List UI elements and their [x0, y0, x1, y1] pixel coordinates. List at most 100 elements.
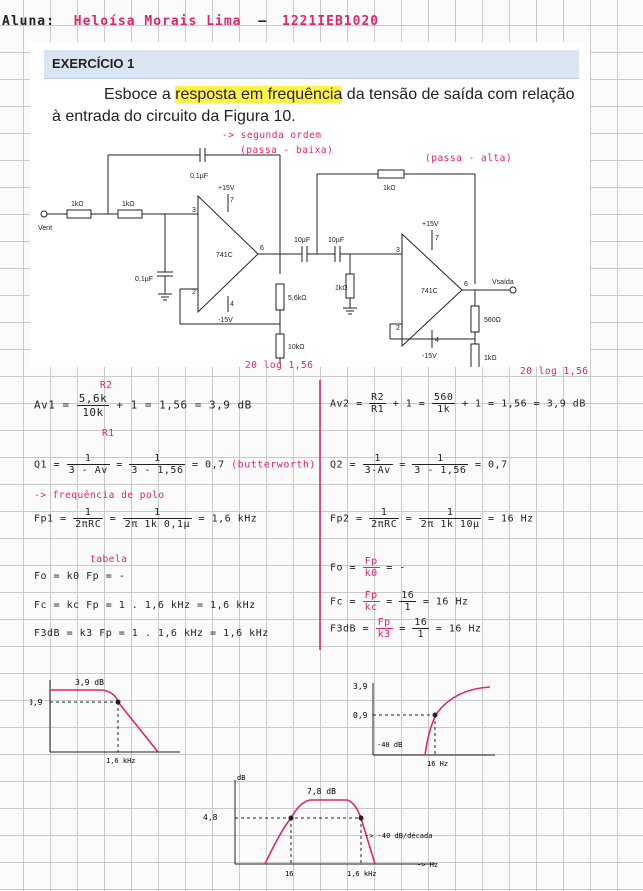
lbl-vpos1: +15V — [218, 185, 235, 192]
exercise-sheet: EXERCÍCIO 1 Esboce a resposta em frequên… — [30, 42, 590, 367]
lbl-c2: 0,1µF — [135, 276, 153, 283]
lbl-r3: 5,6kΩ — [288, 295, 306, 302]
lbl-vout: Vsaída — [492, 279, 514, 286]
resistor-r1 — [66, 209, 92, 219]
lbl-r2: 1kΩ — [122, 201, 135, 208]
left-fo: Fo = k0 Fp = - — [34, 571, 126, 582]
lbl-q4: 4 — [435, 337, 439, 344]
exercise-statement: Esboce a resposta em frequência da tensã… — [52, 84, 582, 128]
g3-level: 4,8 — [203, 813, 218, 822]
lbl-r4: 10kΩ — [288, 344, 305, 351]
tag-r1: R1 — [102, 428, 115, 439]
tag-r2: R2 — [100, 380, 113, 391]
g3-curve — [264, 799, 376, 865]
tabela-note: tabela — [90, 554, 128, 565]
lbl-r7: 560Ω — [484, 317, 501, 324]
lbl-q7: 7 — [435, 235, 439, 242]
fp-note: -> frequência de polo — [34, 490, 165, 501]
opamp-1 — [197, 194, 259, 314]
g3-peak: 7,8 dB — [307, 787, 336, 796]
g2-freq: 16 Hz — [427, 760, 448, 768]
g3-point1 — [288, 815, 294, 821]
student-name: Heloísa Morais Lima — [73, 14, 242, 29]
ann-log-left: 20 log 1,56 — [245, 360, 314, 371]
lbl-r1: 1kΩ — [71, 201, 84, 208]
lbl-vneg1: -15V — [218, 317, 233, 324]
g3-axis-label: dB — [237, 774, 245, 782]
g3-xaxis-label: -> Hz — [417, 861, 438, 869]
g1-curve — [50, 689, 159, 753]
statement-pre: Esboce a — [104, 86, 176, 103]
g2-point — [432, 712, 438, 718]
lbl-q3: 3 — [396, 247, 400, 254]
lbl-c1: 0,1µF — [190, 173, 208, 180]
ann-high-pass: (passa - alta) — [425, 153, 513, 164]
lbl-r8: 1kΩ — [484, 355, 497, 362]
lbl-opamp1: 741C — [216, 252, 233, 259]
resistor-r7 — [470, 305, 480, 333]
lbl-q2: 2 — [396, 325, 400, 332]
input-terminal — [40, 210, 48, 218]
left-fc: Fc = kc Fp = 1 . 1,6 kHz = 1,6 kHz — [34, 600, 256, 611]
output-terminal — [509, 286, 517, 294]
lbl-vneg2: -15V — [422, 353, 437, 360]
resistor-r3 — [275, 283, 285, 311]
lbl-pin6: 6 — [260, 245, 264, 252]
lbl-vpos2: +15V — [422, 221, 439, 228]
opamp-2 — [401, 232, 463, 348]
column-divider — [319, 380, 321, 650]
lbl-pin3: 3 — [192, 207, 196, 214]
student-label: Aluna: — [2, 14, 55, 29]
lbl-r5: 1kΩ — [335, 285, 348, 292]
lbl-pin7: 7 — [230, 197, 234, 204]
statement-highlight: resposta em frequência — [175, 86, 343, 103]
circuit-diagram: 0,1µF 1kΩ 1kΩ 0,1µF 741C +15V -15V 5,6kΩ… — [38, 148, 517, 367]
g1-freq: 1,6 kHz — [106, 757, 136, 765]
lbl-pin4: 4 — [230, 301, 234, 308]
g1-point — [115, 699, 121, 705]
graph-high-pass: 3,9 0,9 -40 dB 16 Hz — [353, 682, 495, 768]
resistor-r8 — [470, 343, 480, 367]
ann-log-right: 20 log 1,56 — [520, 366, 589, 377]
g3-slope: -> -40 dB/década — [365, 832, 432, 840]
statement-post: da tensão de saída com relação à entrada… — [52, 86, 575, 125]
ann-low-pass: (passa - baixa) — [240, 145, 334, 156]
g2-curve — [424, 686, 491, 756]
header-dash: — — [258, 14, 268, 29]
g2-slope: -40 dB — [377, 741, 402, 749]
graph-band-pass: dB 7,8 dB 4,8 -> -40 dB/década -> Hz 16 … — [203, 774, 438, 878]
g1-peak: 3,9 dB — [75, 678, 104, 687]
resistor-r2 — [117, 209, 143, 219]
graph-low-pass: 3,9 dB 0,9 1,6 kHz — [30, 678, 180, 765]
lbl-opamp2: 741C — [421, 288, 438, 295]
lbl-c4: 10µF — [328, 237, 344, 244]
left-f3db: F3dB = k3 Fp = 1 . 1,6 kHz = 1,6 kHz — [34, 628, 269, 639]
resistor-r4 — [275, 333, 285, 359]
lbl-vin: Vent — [38, 225, 52, 232]
lbl-q6: 6 — [464, 281, 468, 288]
exercise-title: EXERCÍCIO 1 — [52, 56, 135, 71]
lbl-r6: 1kΩ — [383, 185, 396, 192]
g3-f1: 16 — [285, 870, 293, 878]
g2-level: 0,9 — [353, 711, 368, 720]
g2-peak: 3,9 — [353, 682, 368, 691]
lbl-c3: 10µF — [294, 237, 310, 244]
g3-point2 — [358, 815, 364, 821]
student-id: 1221IEB1020 — [282, 14, 380, 29]
g1-level: 0,9 — [30, 698, 43, 707]
student-header: Aluna: Heloísa Morais Lima — 1221IEB1020 — [2, 14, 379, 29]
ann-second-order: -> segunda ordem — [222, 130, 322, 141]
exercise-bar: EXERCÍCIO 1 — [44, 50, 579, 79]
g3-f2: 1,6 kHz — [347, 870, 377, 878]
lbl-pin2: 2 — [192, 289, 196, 296]
resistor-r6 — [377, 169, 405, 179]
